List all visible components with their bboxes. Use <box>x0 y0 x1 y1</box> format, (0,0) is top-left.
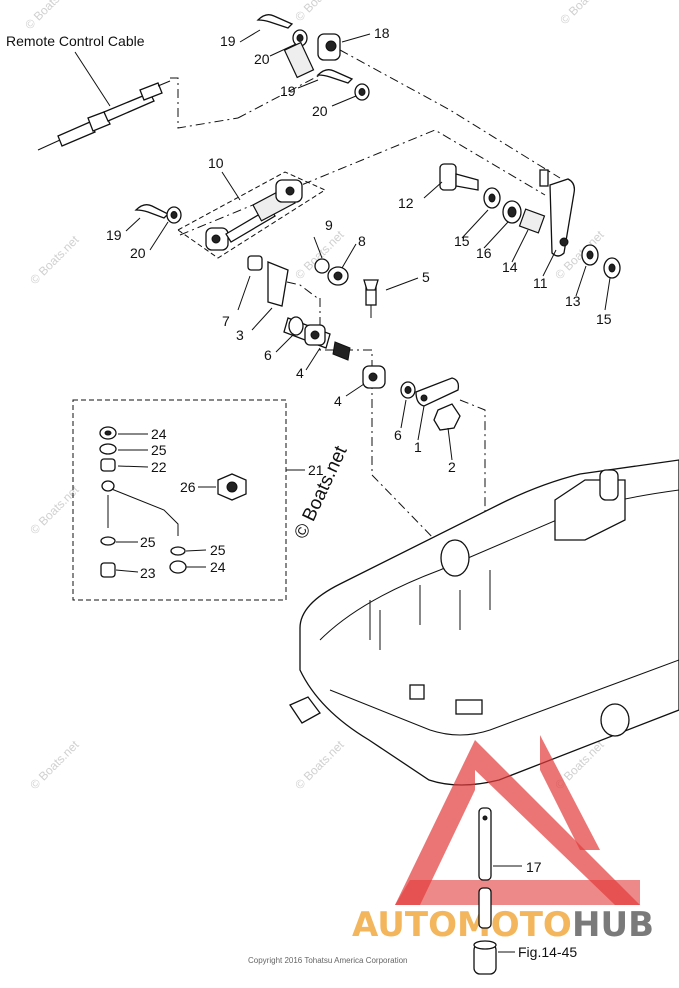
leader-line <box>74 51 111 107</box>
engine-housing <box>289 459 679 786</box>
watermark: © Boats.net <box>557 0 612 27</box>
part-label-15: 15 <box>454 233 470 249</box>
watermark: © Boats.net <box>292 737 347 792</box>
part-label-21: 21 <box>308 462 324 478</box>
part-label-11: 11 <box>533 275 548 291</box>
watermark: © Boats.net <box>27 232 82 287</box>
leader-lines <box>115 29 611 953</box>
figure-reference: Fig.14-45 <box>518 944 577 960</box>
right-lever-group <box>439 163 621 279</box>
part-label-8: 8 <box>358 233 366 249</box>
part-label-18: 18 <box>374 25 390 41</box>
part-label-1: 1 <box>414 439 422 455</box>
kit-box <box>72 399 287 601</box>
kit-parts <box>99 426 247 578</box>
rod-assembly <box>134 179 303 251</box>
part-label-5: 5 <box>422 269 430 285</box>
watermark: © Boats.net <box>292 0 347 24</box>
rod-assembly-box <box>177 171 327 259</box>
watermark: © Boats.net <box>27 482 82 537</box>
part-label-22: 22 <box>151 459 167 475</box>
watermark-large: © Boats.net <box>290 442 351 542</box>
part-label-10: 10 <box>208 155 224 171</box>
part-label-2: 2 <box>448 459 456 475</box>
part-label-3: 3 <box>236 327 244 343</box>
part-label-19: 19 <box>220 33 236 49</box>
part-label-24: 24 <box>151 426 167 442</box>
part-label-25: 25 <box>210 542 226 558</box>
part-label-15: 15 <box>596 311 612 327</box>
part-labels: 19 20 18 19 20 10 19 20 9 8 5 7 3 6 4 4 … <box>106 25 612 960</box>
brand-logo: AUTOMOTO HUB <box>352 735 654 945</box>
part-label-25: 25 <box>140 534 156 550</box>
part-label-4: 4 <box>296 365 304 381</box>
part-label-25: 25 <box>151 442 167 458</box>
part-label-4: 4 <box>334 393 342 409</box>
part-label-6: 6 <box>264 347 272 363</box>
cable-title: Remote Control Cable <box>6 33 145 49</box>
shaft-rod <box>473 807 497 975</box>
copyright-notice: Copyright 2016 Tohatsu America Corporati… <box>248 956 408 965</box>
part-label-14: 14 <box>502 259 518 275</box>
brand-name-part2: HUB <box>572 905 654 945</box>
remote-control-cable <box>37 77 239 151</box>
part-label-20: 20 <box>312 103 328 119</box>
watermark: © Boats.net <box>22 0 77 32</box>
part-label-26: 26 <box>180 479 196 495</box>
part-label-13: 13 <box>565 293 581 309</box>
part-label-19: 19 <box>280 83 296 99</box>
part-label-20: 20 <box>130 245 146 261</box>
central-lever-assembly <box>237 255 461 431</box>
part-label-17: 17 <box>526 859 542 875</box>
part-label-7: 7 <box>222 313 230 329</box>
part-label-9: 9 <box>325 217 333 233</box>
part-label-23: 23 <box>140 565 156 581</box>
part-label-20: 20 <box>254 51 270 67</box>
part-label-12: 12 <box>398 195 414 211</box>
brand-name-part1: AUTOMOTO <box>352 905 572 945</box>
part-label-6: 6 <box>394 427 402 443</box>
top-linkage <box>256 14 370 101</box>
part-label-19: 19 <box>106 227 122 243</box>
part-label-24: 24 <box>210 559 226 575</box>
part-label-16: 16 <box>476 245 492 261</box>
watermark: © Boats.net <box>27 737 82 792</box>
